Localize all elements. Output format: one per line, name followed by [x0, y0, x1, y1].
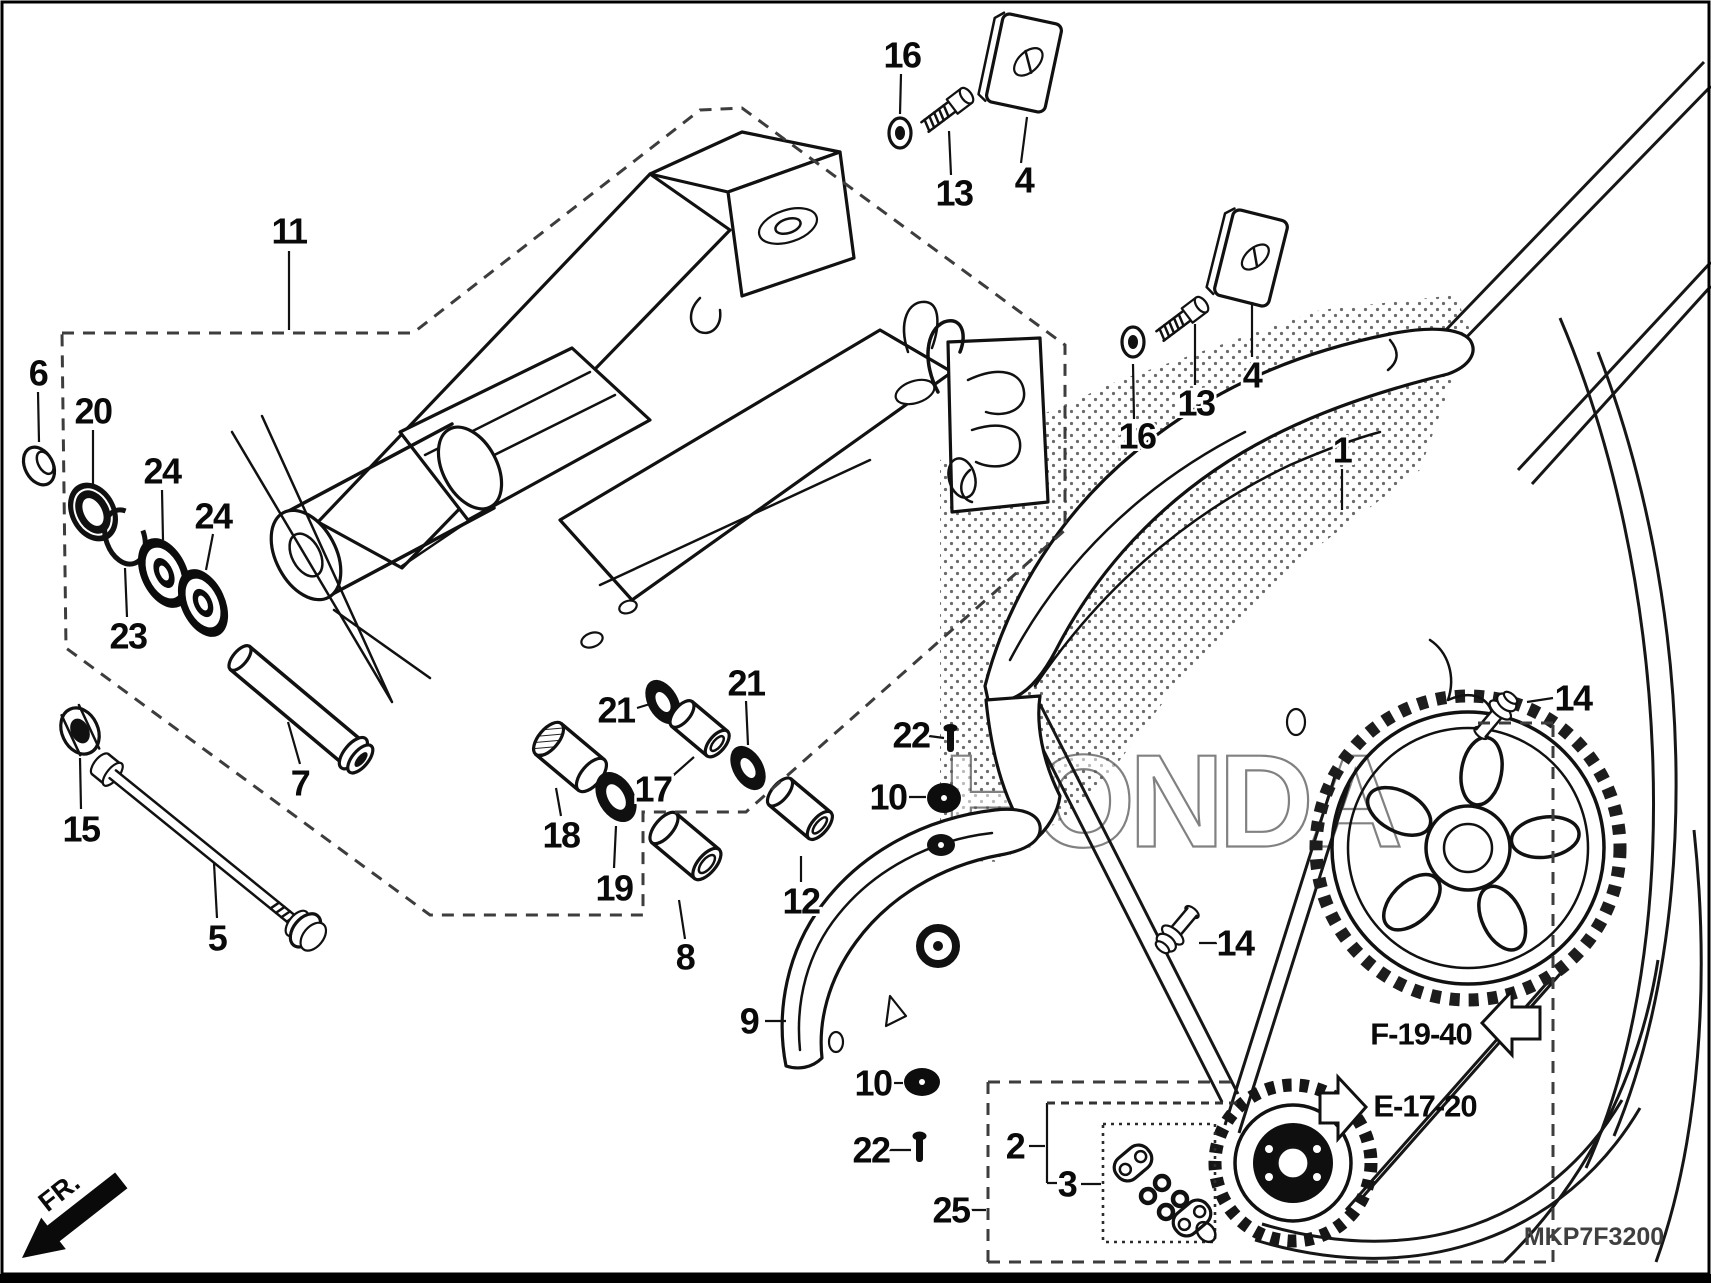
part-callout-13: 13 — [1177, 383, 1215, 424]
part-leader-4 — [1019, 116, 1029, 164]
reference-label: F-19-40 — [1370, 1017, 1472, 1052]
part-callout-10: 10 — [854, 1063, 892, 1104]
part-7-collar — [227, 644, 375, 775]
part-10-grommet — [904, 1068, 940, 1096]
part-callout-21: 21 — [727, 663, 766, 704]
part-callout-16: 16 — [883, 35, 921, 76]
reference-arrow-left — [1479, 987, 1542, 1059]
part-callout-22: 22 — [892, 715, 930, 756]
part-10-grommet — [927, 783, 961, 813]
swingarm-group-box — [60, 106, 1067, 917]
part-4-plate — [1205, 207, 1289, 308]
part-leader-21 — [636, 702, 651, 710]
part-leader-18 — [554, 787, 563, 817]
part-leader-21 — [744, 700, 750, 746]
part-leader-23 — [123, 567, 129, 618]
part-callout-23: 23 — [109, 616, 147, 657]
part-callout-22: 22 — [852, 1130, 890, 1171]
stipple-texture — [940, 295, 1470, 862]
part-leader-13 — [947, 130, 953, 176]
part-leader-14 — [1526, 696, 1554, 704]
part-callout-3: 3 — [1058, 1164, 1077, 1205]
part-callout-11: 11 — [271, 211, 308, 252]
part-callout-18: 18 — [542, 815, 580, 856]
fr-arrow-icon — [22, 1217, 66, 1258]
master-link-box — [1101, 1122, 1217, 1244]
chain-slider-drawing — [780, 807, 1042, 1070]
part-callout-8: 8 — [676, 937, 695, 978]
part-callout-14: 14 — [1216, 923, 1255, 964]
reference-f-19-40: F-19-40 — [1370, 987, 1542, 1059]
part-callout-4: 4 — [1015, 160, 1035, 201]
part-callout-15: 15 — [62, 809, 101, 850]
part-4-plate — [977, 11, 1063, 114]
part-leader-24 — [204, 533, 215, 571]
part-leader-7 — [286, 721, 302, 765]
part-callout-9: 9 — [740, 1001, 759, 1042]
part-leader-8 — [677, 899, 687, 940]
part-callout-4: 4 — [1243, 355, 1263, 396]
reference-label: E-17-20 — [1373, 1089, 1476, 1124]
part-14-screw — [1473, 690, 1519, 741]
part-callout-24: 24 — [143, 451, 182, 492]
part-callout-17: 17 — [634, 769, 672, 810]
part-leader-6 — [36, 391, 41, 443]
part-24-bearing — [137, 538, 191, 608]
diagram-code: MKP7F3200 — [1524, 1223, 1664, 1251]
part-13-bolt — [920, 86, 975, 134]
part-8-bushing — [648, 810, 723, 882]
part-15-nut — [59, 703, 101, 757]
part-leader-15 — [78, 757, 83, 810]
part-callout-1: 1 — [1333, 430, 1353, 471]
part-5-axle-bolt — [89, 752, 328, 952]
part-callout-20: 20 — [74, 391, 112, 432]
part-callout-2: 2 — [1006, 1126, 1025, 1167]
reference-arrow-right — [1318, 1073, 1369, 1143]
callout-2-bracket — [1045, 1103, 1057, 1185]
part-callout-24: 24 — [194, 496, 233, 537]
reference-e-17-20: E-17-20 — [1318, 1073, 1478, 1143]
part-callout-19: 19 — [595, 868, 633, 909]
chain-case-drawing — [983, 327, 1494, 844]
part-callout-21: 21 — [597, 690, 636, 731]
part-leader-22 — [928, 734, 945, 740]
part-callout-13: 13 — [935, 173, 973, 214]
part-callout-16: 16 — [1118, 416, 1156, 457]
part-23-circlip — [102, 507, 148, 567]
part-callout-12: 12 — [782, 881, 820, 922]
part-16-washer — [887, 116, 913, 150]
part-17-bushing — [668, 699, 731, 759]
part-callout-7: 7 — [291, 763, 310, 804]
part-22-screw — [943, 724, 958, 752]
part-22-screw — [912, 1131, 927, 1162]
part-21-seal — [730, 745, 766, 791]
part-callout-10: 10 — [869, 777, 907, 818]
part-leader-19 — [612, 825, 618, 869]
part-leader-5 — [212, 862, 219, 919]
part-6-cap — [21, 445, 57, 487]
page-border-bottom — [0, 1274, 1711, 1283]
part-leader-17 — [667, 756, 695, 781]
front-direction-marker: FR. — [22, 1167, 128, 1258]
part-13-bolt — [1155, 295, 1210, 343]
part-leader-24 — [160, 489, 165, 541]
drive-chain-drawing — [1022, 60, 1711, 1264]
part-24-bearing — [177, 569, 229, 637]
part-leader-16 — [1131, 363, 1136, 420]
part-14-screw — [1154, 904, 1200, 955]
part-callout-5: 5 — [208, 918, 228, 959]
part-callout-25: 25 — [932, 1190, 971, 1231]
part-19-oring — [595, 771, 637, 823]
part-callout-6: 6 — [29, 353, 48, 394]
part-callout-14: 14 — [1554, 678, 1593, 719]
part-leader-16 — [898, 73, 903, 115]
part-18-needle-bearing — [531, 720, 609, 794]
part-16-washer — [1120, 325, 1146, 359]
front-sprocket-drawing — [1208, 1078, 1378, 1248]
part-12-collar — [765, 776, 834, 842]
chain-group-box — [986, 721, 1555, 1264]
rear-sprocket-drawing — [1309, 689, 1627, 1007]
swingarm-drawing — [230, 130, 1050, 704]
